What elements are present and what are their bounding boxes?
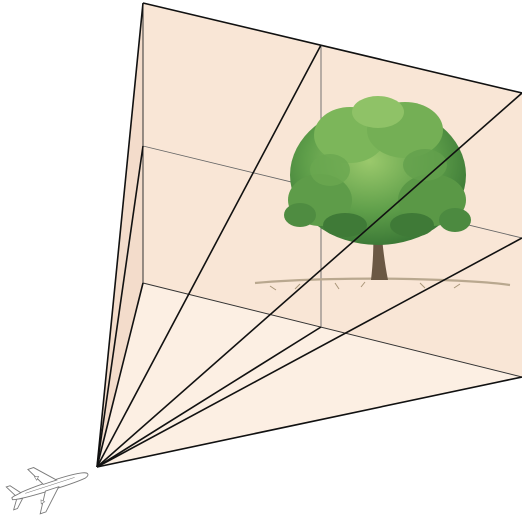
- frustum: [97, 3, 522, 467]
- airplane-icon: [3, 452, 95, 517]
